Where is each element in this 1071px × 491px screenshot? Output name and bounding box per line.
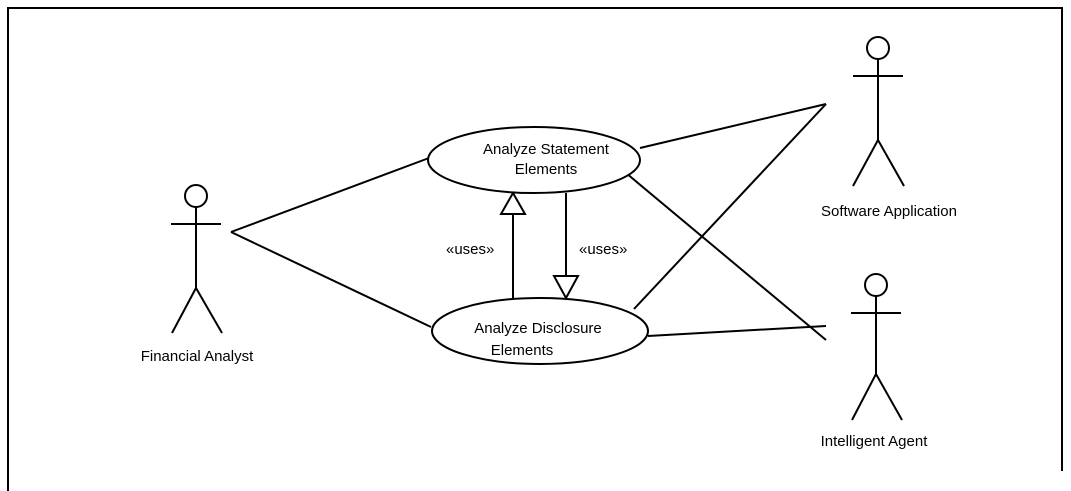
uses-arrowhead-down — [552, 275, 580, 301]
use-case-analyze-statement: Analyze Statement Elements — [427, 126, 641, 194]
actor-label: Intelligent Agent — [821, 433, 929, 450]
uses-label-right: «uses» — [579, 241, 627, 258]
actor-financial-analyst: Financial Analyst — [141, 184, 254, 365]
use-case-analyze-disclosure: Analyze Disclosure Elements — [431, 297, 649, 365]
use-case-label-line2: Elements — [491, 342, 554, 359]
association-disclosure-agent — [647, 325, 827, 337]
actor-label: Software Application — [821, 203, 957, 220]
use-case-label-line2: Elements — [515, 161, 578, 178]
diagram-frame — [7, 7, 1063, 491]
use-case-label-line1: Analyze Disclosure — [474, 320, 602, 337]
association-disclosure-software — [633, 103, 827, 310]
actor-intelligent-agent: Intelligent Agent — [821, 273, 929, 450]
use-case-label-line1: Analyze Statement — [483, 141, 610, 158]
uses-label-left: «uses» — [446, 241, 494, 258]
uses-arrowhead-up — [499, 190, 527, 215]
association-analyst-statement — [230, 157, 430, 233]
actor-software-application: Software Application — [821, 36, 957, 220]
association-statement-software — [639, 103, 827, 149]
actor-label: Financial Analyst — [141, 348, 254, 365]
association-statement-agent — [625, 172, 827, 341]
association-analyst-disclosure — [230, 231, 432, 328]
